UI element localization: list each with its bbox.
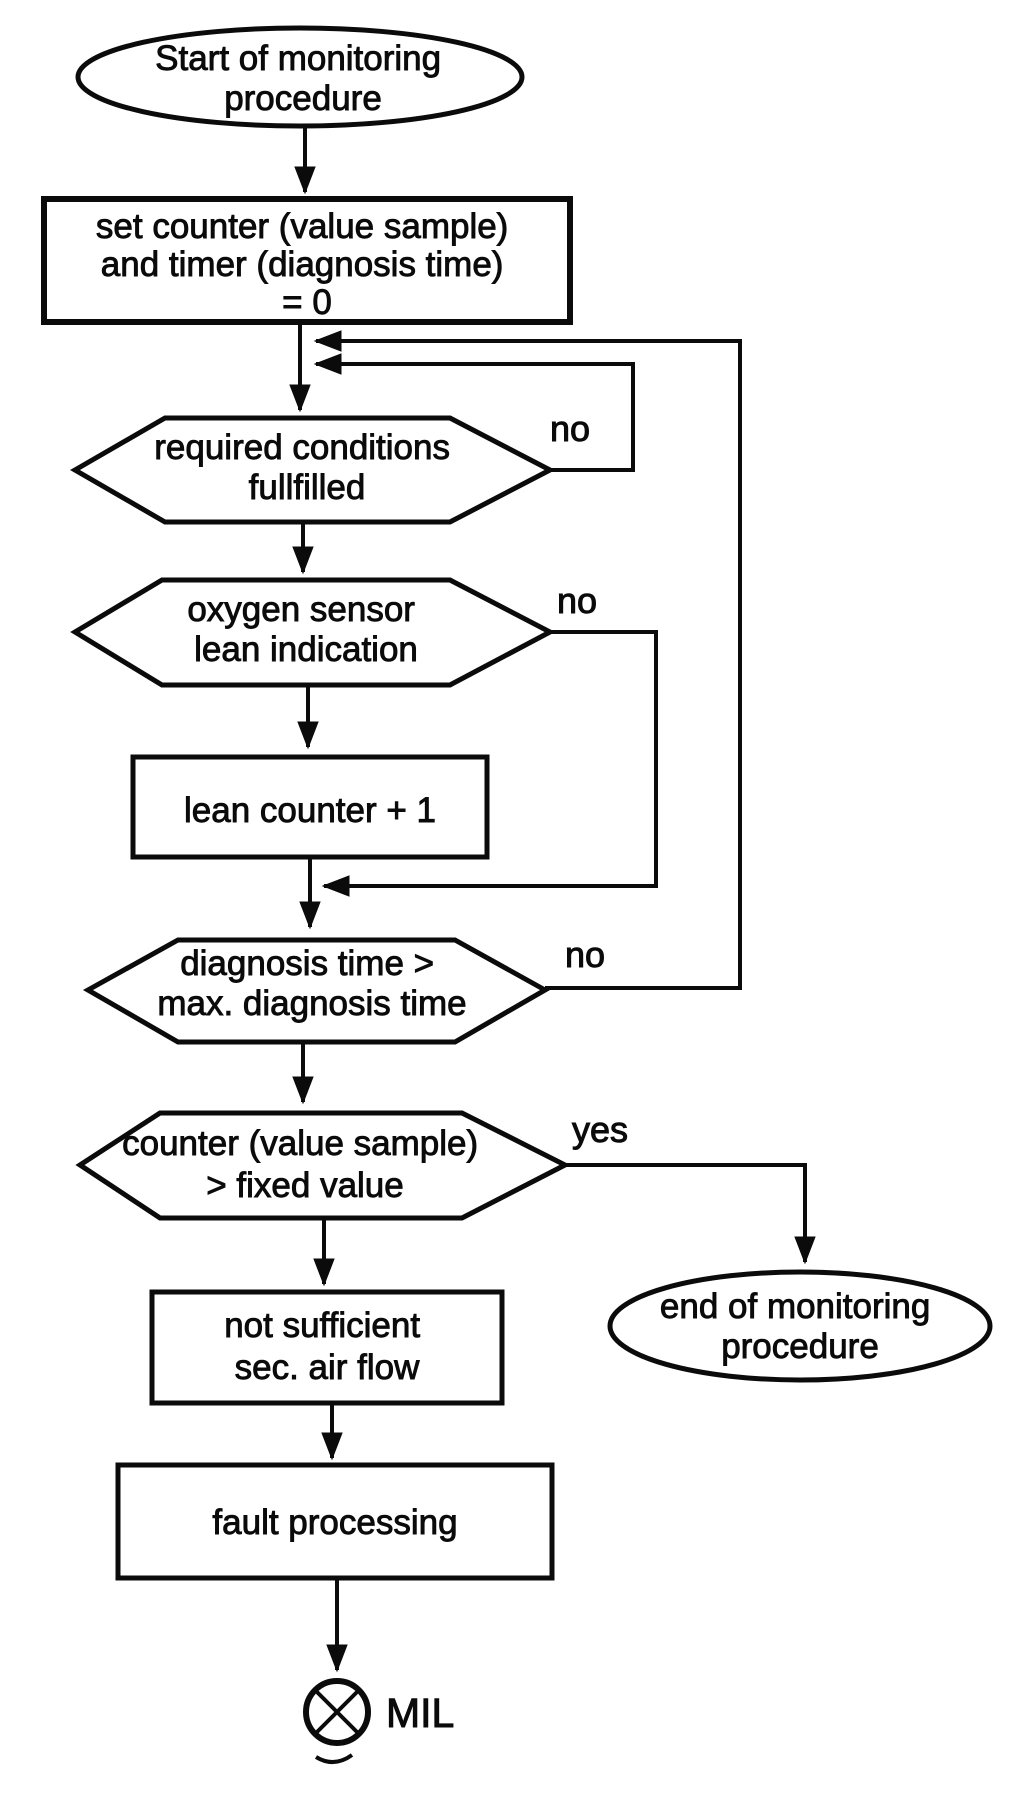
lean-counter-label: lean counter + 1 [184,791,436,830]
init-counters-process-box [41,196,573,325]
mil-lamp-icon [303,1678,371,1746]
end-terminator [607,1269,993,1383]
counter-check-label: counter (value sample) > fixed value [122,1124,488,1205]
counter-check-yes-label: yes [572,1109,628,1150]
start-terminator [75,25,525,129]
diagnosis-time-decision [82,937,551,1045]
required-conditions-decision [70,415,556,525]
fault-processing-label: fault processing [212,1503,457,1542]
oxygen-sensor-label: oxygen sensor lean indication [187,590,424,669]
oxygen-sensor-no-label: no [557,580,597,621]
loop-oxygen-sensor-no [321,630,658,897]
not-sufficient-process-box [149,1289,505,1406]
required-conditions-label: required conditions fullfilled [154,428,459,507]
not-sufficient-label: not sufficient sec. air flow [224,1306,430,1387]
start-terminator-label: Start of monitoring procedure [155,39,451,118]
required-conditions-no-label: no [550,408,590,449]
loop-required-conditions-no [313,353,635,472]
loop-diagnosis-time-no [313,330,742,990]
scan-mark-under-lamp [314,1753,354,1764]
diagnosis-time-label: diagnosis time > max. diagnosis time [157,944,466,1023]
branch-counter-check-yes [565,1163,816,1265]
mil-label: MIL [386,1690,454,1736]
init-counters-label: set counter (value sample) and timer (di… [96,207,518,322]
end-terminator-label: end of monitoring procedure [660,1287,940,1366]
diagnosis-time-no-label: no [565,934,605,975]
